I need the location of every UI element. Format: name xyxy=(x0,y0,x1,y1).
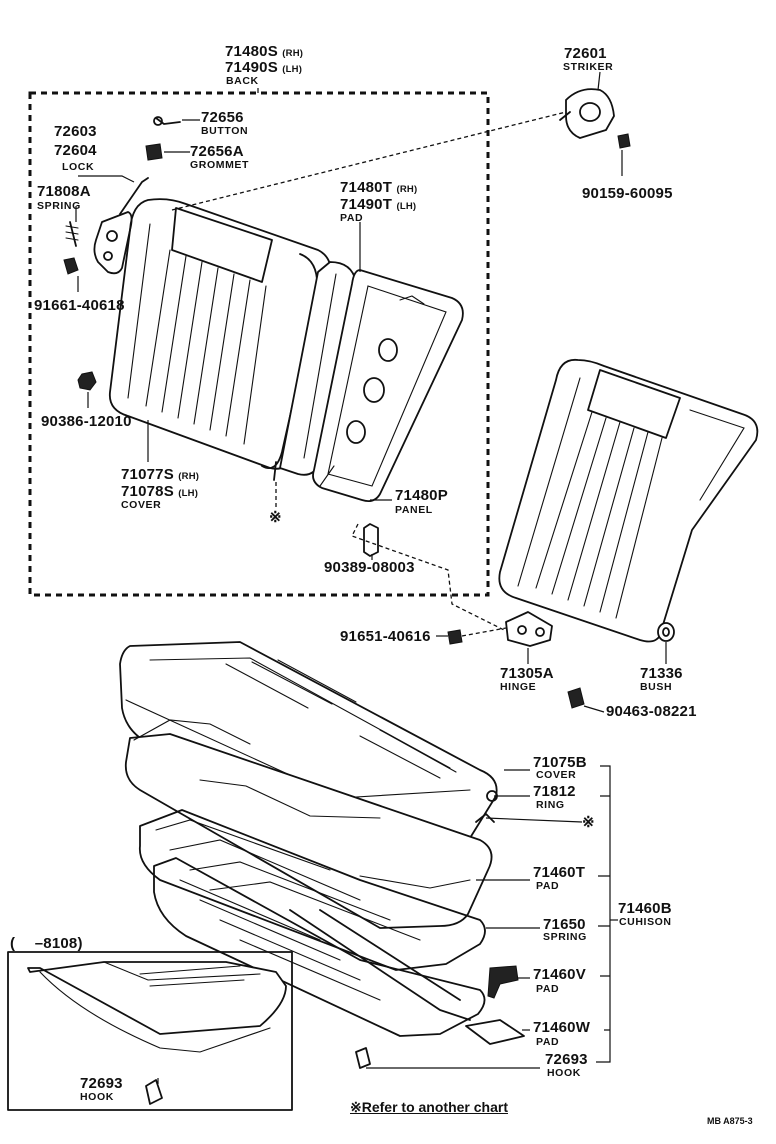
cushion-part-no: 71460B xyxy=(618,900,672,917)
pad-back-rh-part-no: 71480T (RH) xyxy=(340,179,418,196)
striker-drawing xyxy=(559,88,631,149)
hook-part-no: 72693 xyxy=(545,1051,588,1068)
cushion-spring-drawing xyxy=(138,790,525,1069)
hinge-label: HINGE xyxy=(500,681,537,693)
inset-hook-label: HOOK xyxy=(80,1091,114,1103)
pad-back-lh-part-no: 71490T (LH) xyxy=(340,196,417,213)
back-lh-part-no: 71490S (LH) xyxy=(225,59,303,76)
grommet-label: GROMMET xyxy=(190,159,250,171)
hook-label: HOOK xyxy=(547,1067,581,1079)
pad-cushion-part-no: 71460T xyxy=(533,864,586,881)
spring-back-part-no: 71808A xyxy=(37,183,91,200)
cushion-pad-drawing xyxy=(124,719,493,929)
clip-90463: 90463-08221 xyxy=(606,703,697,720)
cover-back-label: COVER xyxy=(121,499,162,511)
grommet-part-no: 72656A xyxy=(190,143,244,160)
bush-part-no: 71336 xyxy=(640,665,683,682)
ring-part-no: 71812 xyxy=(533,783,576,800)
striker-label: STRIKER xyxy=(563,61,614,73)
panel-label: PANEL xyxy=(395,504,433,516)
bolt-91651: 91651-40616 xyxy=(340,628,431,645)
cover-cushion-part-no: 71075B xyxy=(533,754,587,771)
pad-back-label: PAD xyxy=(340,212,364,224)
lock-label: LOCK xyxy=(62,161,95,173)
pad-v-part-no: 71460V xyxy=(533,966,586,983)
inset-cushion-drawing xyxy=(7,951,293,1111)
inset-range: ( –8108) xyxy=(10,935,83,952)
button-part-no: 72656 xyxy=(201,109,244,126)
striker-part-no: 72601 xyxy=(564,45,607,62)
dashed-reference-lines xyxy=(171,111,567,637)
seat-back-assembled-drawing xyxy=(498,358,759,643)
bush-label: BUSH xyxy=(640,681,673,693)
spring-back-label: SPRING xyxy=(37,200,81,212)
pad-w-part-no: 71460W xyxy=(533,1019,591,1036)
back-rh-part-no: 71480S (RH) xyxy=(225,43,304,60)
cover-back-rh-part-no: 71077S (RH) xyxy=(121,466,200,483)
hinge-part-no: 71305A xyxy=(500,665,554,682)
spring-cushion-part-no: 71650 xyxy=(543,916,586,933)
button-label: BUTTON xyxy=(201,125,249,137)
panel-part-no: 71480P xyxy=(395,487,448,504)
leader-lines xyxy=(75,71,667,1084)
pad-w-label: PAD xyxy=(536,1036,560,1048)
cover-cushion-label: COVER xyxy=(536,769,577,781)
back-assembly-boundary xyxy=(28,88,490,597)
spring-cushion-label: SPRING xyxy=(543,931,587,943)
asterisk-cushion: ※ xyxy=(582,814,595,831)
inset-hook-part-no: 72693 xyxy=(80,1075,123,1092)
cover-back-lh-part-no: 71078S (LH) xyxy=(121,483,199,500)
lock-part-no-1: 72603 xyxy=(54,123,97,140)
footer-code: MB A875-3 xyxy=(707,1116,753,1126)
refer-note: ※Refer to another chart xyxy=(350,1099,508,1115)
small-fasteners-back xyxy=(77,116,379,557)
bolt-91661: 91661-40618 xyxy=(34,297,125,314)
seat-back-panel-drawing xyxy=(312,269,464,503)
asterisk-back: ※ xyxy=(269,509,282,526)
pad-cushion-label: PAD xyxy=(536,880,560,892)
lock-assembly-drawing xyxy=(63,177,149,275)
cushion-label: CUHISON xyxy=(619,916,672,928)
nut-90386: 90386-12010 xyxy=(41,413,132,430)
clip-90389: 90389-08003 xyxy=(324,559,415,576)
lock-part-no-2: 72604 xyxy=(54,142,97,159)
hinge-bush-drawing xyxy=(447,611,675,709)
back-label: BACK xyxy=(226,75,259,87)
ring-label: RING xyxy=(536,799,565,811)
pad-v-label: PAD xyxy=(536,983,560,995)
bolt-90159: 90159-60095 xyxy=(582,185,673,202)
